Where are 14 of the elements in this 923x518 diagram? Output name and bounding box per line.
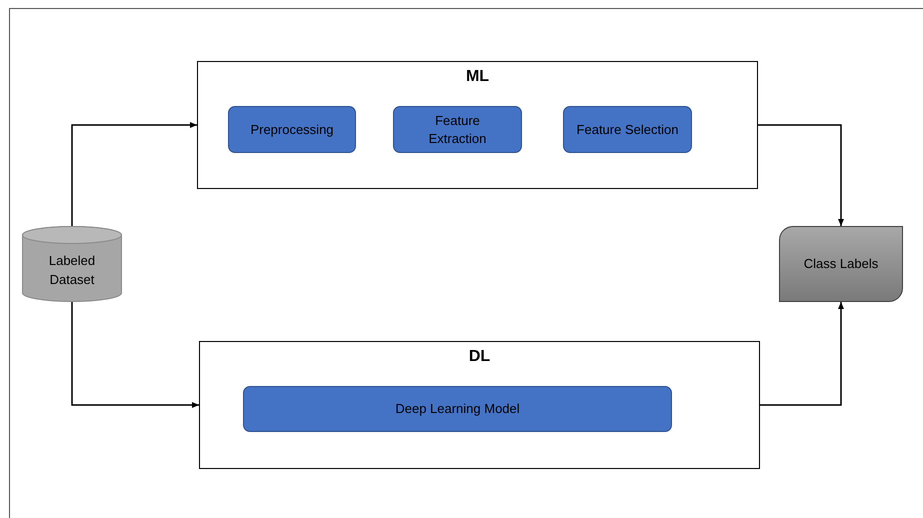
arrow: [71, 122, 197, 226]
group-title: ML: [464, 67, 490, 87]
arrow: [758, 124, 844, 226]
process-box: Feature Selection: [563, 106, 692, 153]
group-title: DL: [468, 347, 492, 367]
output-box: Class Labels: [779, 226, 903, 302]
process-box: Feature Extraction: [393, 106, 522, 153]
database-cylinder: Labeled Dataset: [22, 226, 122, 302]
arrow: [71, 302, 199, 408]
group-container: [199, 341, 760, 469]
group-container: [197, 61, 758, 189]
arrow: [760, 302, 844, 406]
process-box: Deep Learning Model: [243, 386, 672, 432]
process-box: Preprocessing: [228, 106, 356, 153]
